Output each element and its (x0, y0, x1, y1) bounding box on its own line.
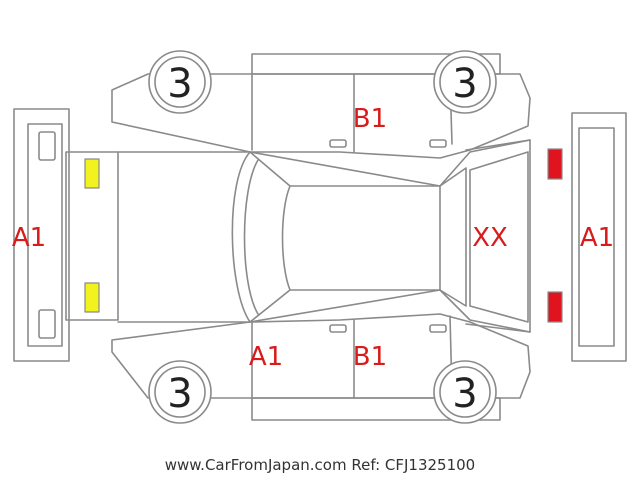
rear-light-bottom-marker (547, 291, 563, 323)
wheel-rear-right-label: 3 (452, 371, 477, 417)
front-light-bottom-marker (84, 282, 100, 313)
wheel-rear-right (433, 360, 497, 424)
wheel-front-left (148, 50, 212, 114)
right-front-label: A1 (249, 342, 283, 372)
rear-glass-label: XX (472, 223, 508, 253)
rear-light-top-marker (547, 148, 563, 180)
wheel-front-right-label: 3 (167, 371, 192, 417)
wheel-rear-left-label: 3 (452, 61, 477, 107)
footer-reference: www.CarFromJapan.com Ref: CFJ1325100 (164, 456, 476, 474)
right-door-label: B1 (353, 342, 387, 372)
windshield (231, 151, 291, 323)
wheel-rear-left (433, 50, 497, 114)
rear-bumper-label: A1 (580, 223, 614, 253)
rear-bumper (571, 112, 627, 362)
wheel-front-right (148, 360, 212, 424)
left-side-view (111, 53, 531, 159)
rear-window (439, 151, 529, 323)
right-side-view (111, 313, 531, 421)
wheel-front-left-label: 3 (167, 61, 192, 107)
front-light-top-marker (84, 158, 100, 189)
front-bumper-label: A1 (12, 223, 46, 253)
left-door-label: B1 (353, 104, 387, 134)
front-bumper (13, 108, 70, 362)
roof (289, 185, 441, 291)
